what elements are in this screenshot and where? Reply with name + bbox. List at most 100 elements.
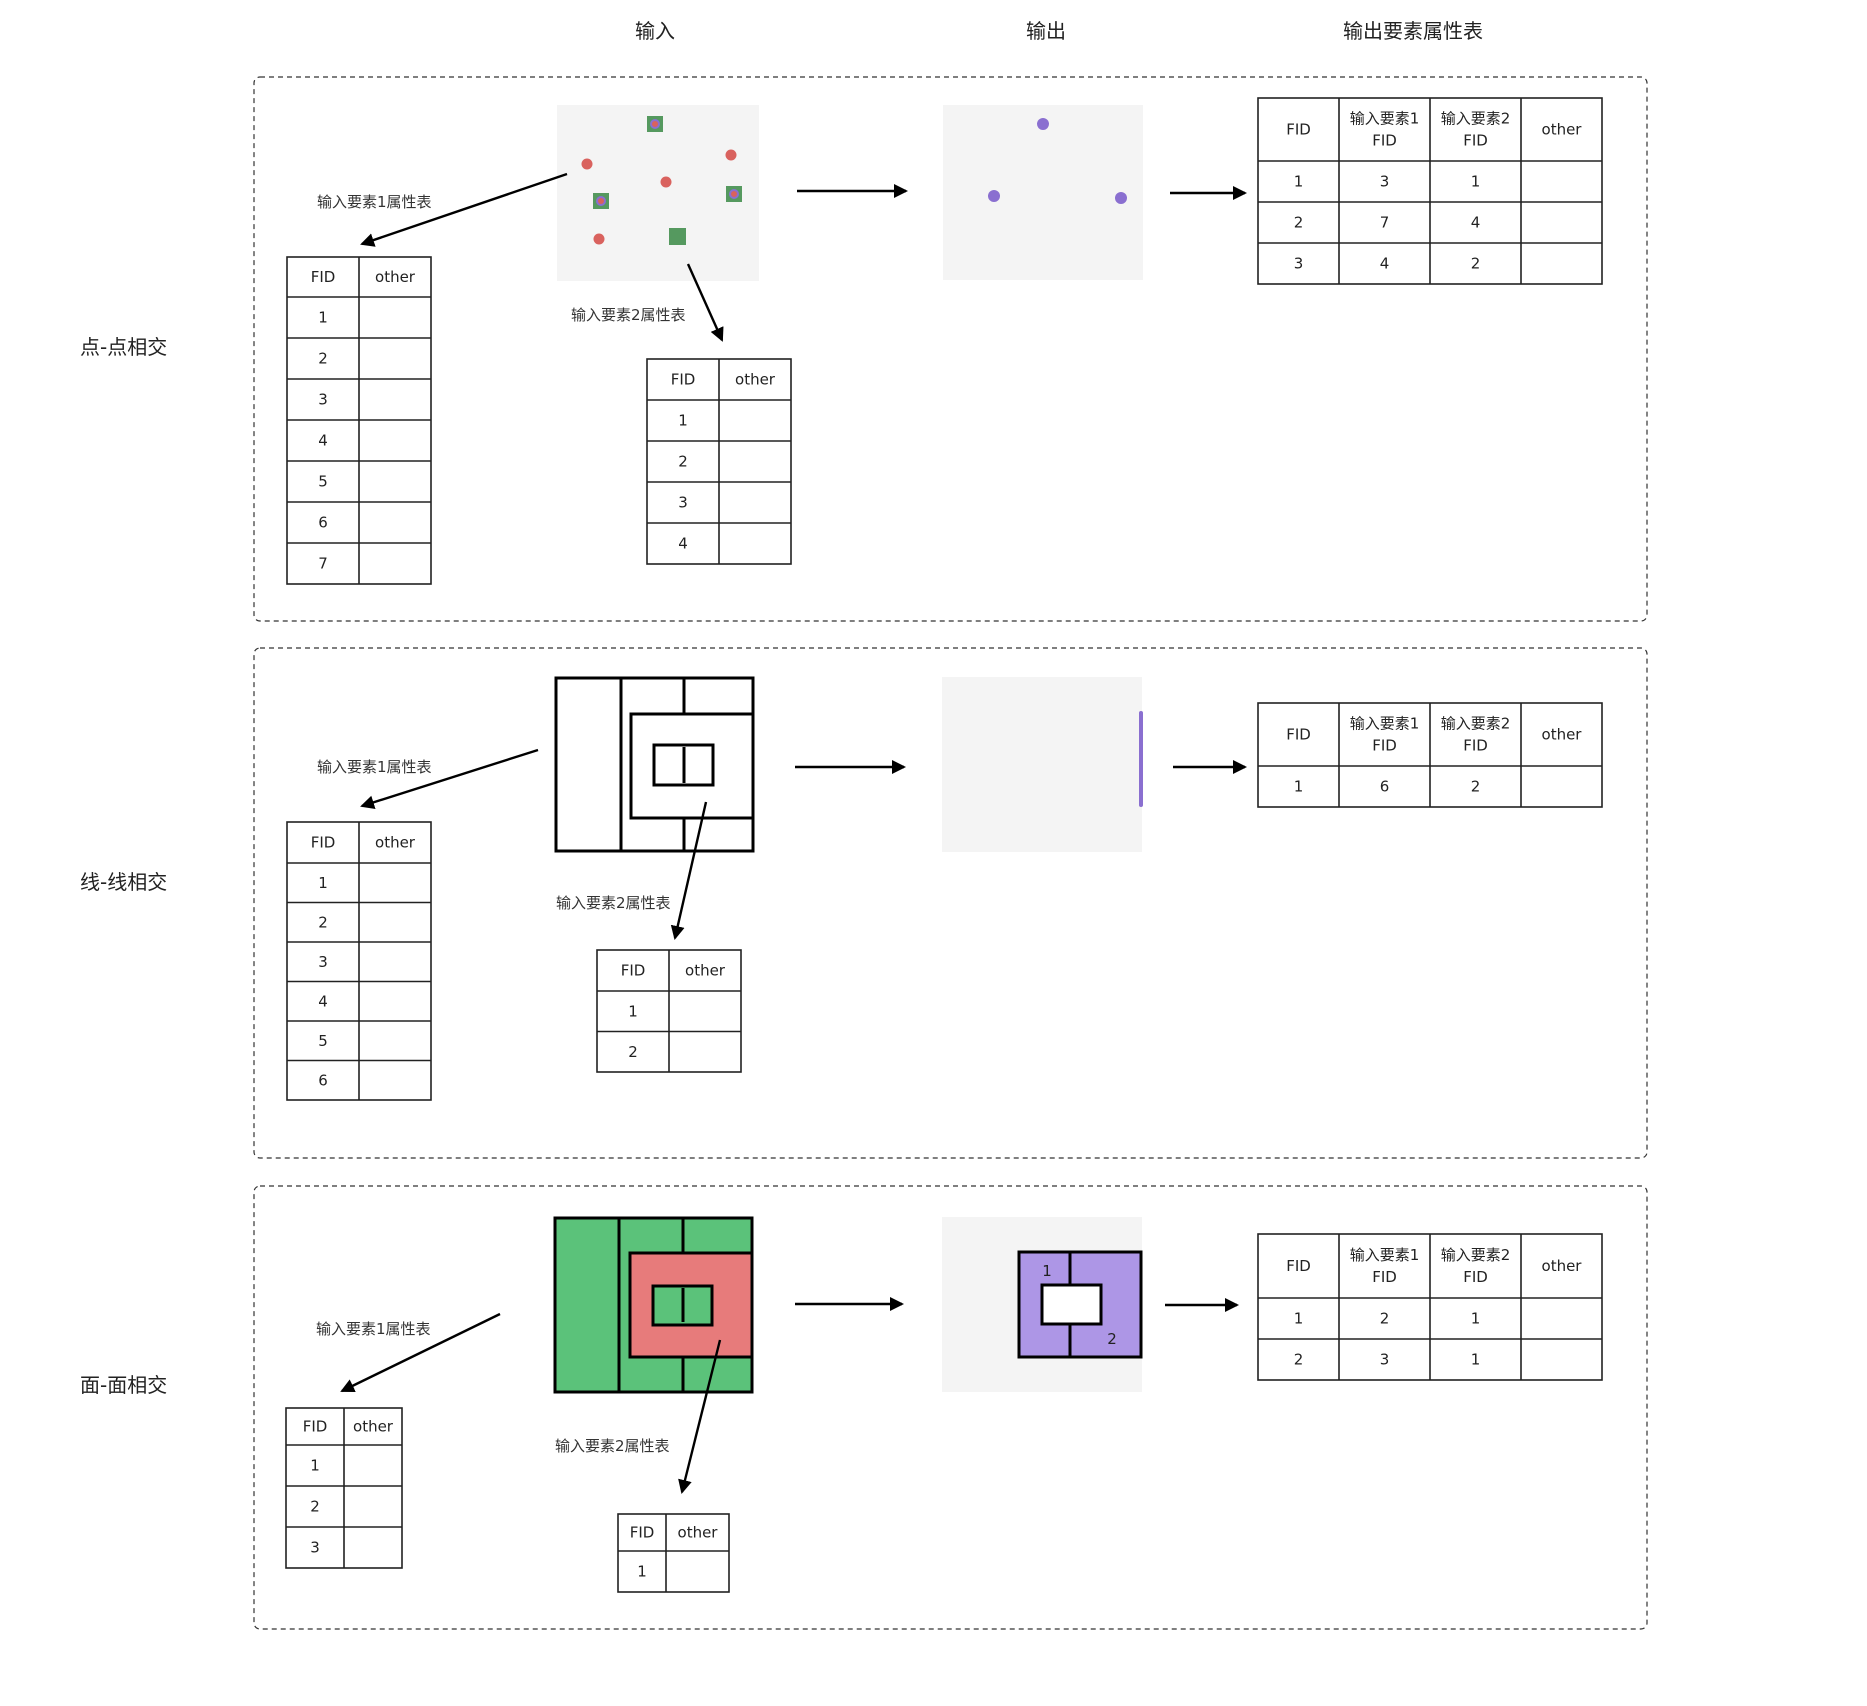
table-cell: 1 [1294, 778, 1304, 796]
line-input-map [554, 676, 755, 853]
table-cell: 2 [310, 1498, 320, 1516]
table-cell: 2 [678, 453, 688, 471]
header-output: 输出 [1026, 19, 1066, 43]
table-header-cell: other [353, 1418, 394, 1436]
header-input: 输入 [635, 19, 675, 43]
input1-table-label: 输入要素1属性表 [316, 1320, 431, 1338]
table-cell: 1 [1294, 1310, 1304, 1328]
point-output-map [943, 105, 1143, 280]
arrow-to-input1-table [360, 172, 568, 247]
table-cell: 3 [678, 494, 688, 512]
table-cell: 7 [318, 555, 328, 573]
table-cell: 2 [1380, 1310, 1390, 1328]
table-cell: 1 [310, 1457, 320, 1475]
input2-table-label: 输入要素2属性表 [571, 306, 686, 324]
result-point [1115, 192, 1127, 204]
line-output-map [942, 677, 1143, 852]
table-header-cell: FID [1463, 132, 1488, 150]
table-cell: 2 [1294, 1351, 1304, 1369]
table-cell: 1 [1471, 1351, 1481, 1369]
line-core [652, 743, 715, 787]
table-cell: 2 [628, 1043, 638, 1061]
input1-table-label: 输入要素1属性表 [317, 758, 432, 776]
table-header-cell: 输入要素1 [1350, 110, 1420, 128]
table-header-cell: other [1542, 1257, 1583, 1275]
row-label-polygon: 面-面相交 [80, 1373, 167, 1397]
table-header-cell: other [678, 1524, 719, 1542]
point1-dot [593, 233, 605, 245]
table-header-cell: 输入要素2 [1441, 110, 1511, 128]
arrow-to-input2-table [686, 263, 724, 342]
table-cell: 4 [678, 535, 688, 553]
point2-square [669, 228, 686, 245]
table-cell: 3 [1380, 173, 1390, 191]
table-frame [617, 1513, 730, 1593]
table-header-cell: FID [1286, 726, 1311, 744]
table-cell: 2 [1471, 255, 1481, 273]
arrow-to-input2-table [670, 801, 708, 940]
point1-dot [598, 198, 604, 204]
arrow-to-input2-table [678, 1339, 722, 1494]
table-cell: 1 [318, 309, 328, 327]
point1-dot [725, 149, 737, 161]
table-cell: 1 [1471, 173, 1481, 191]
input1-attribute-table: FID other 1 2 3 [285, 1407, 403, 1569]
table-header-cell: FID [1463, 1268, 1488, 1286]
table-header-cell: 输入要素1 [1350, 1246, 1420, 1264]
table-cell: 3 [310, 1539, 320, 1557]
table-cell: 2 [318, 913, 328, 931]
table-cell: 4 [318, 432, 328, 450]
table-cell: 6 [318, 1071, 328, 1089]
arrow-to-input1-table [360, 748, 539, 810]
table-header-cell: FID [303, 1418, 328, 1436]
input2-table-label: 输入要素2属性表 [556, 894, 671, 912]
table-cell: 3 [1294, 255, 1304, 273]
table-header-cell: other [1542, 121, 1583, 139]
input2-table-label: 输入要素2属性表 [555, 1437, 670, 1455]
table-cell: 4 [318, 992, 328, 1010]
table-header-cell: FID [311, 834, 336, 852]
line-inner [629, 712, 755, 820]
polygon-label-2: 2 [1107, 1330, 1117, 1348]
table-cell: 4 [1380, 255, 1390, 273]
table-header-cell: FID [1372, 1268, 1397, 1286]
point1-dot [731, 191, 737, 197]
table-cell: 3 [1380, 1351, 1390, 1369]
table-cell: 1 [1471, 1310, 1481, 1328]
table-header-cell: FID [1463, 737, 1488, 755]
polygon-hole [1040, 1283, 1103, 1326]
table-header-cell: FID [621, 962, 646, 980]
table-header-cell: other [1542, 726, 1583, 744]
table-cell: 1 [318, 874, 328, 892]
polygon-input-map [553, 1216, 754, 1394]
map-panel [942, 677, 1142, 852]
table-cell: 3 [318, 953, 328, 971]
table-cell: 2 [318, 350, 328, 368]
table-header-cell: FID [671, 371, 696, 389]
table-cell: 5 [318, 473, 328, 491]
table-cell: 4 [1471, 214, 1481, 232]
result-point [988, 190, 1000, 202]
section-box-polygon [253, 1185, 1648, 1630]
table-header-cell: 输入要素2 [1441, 715, 1511, 733]
table-header-cell: 输入要素2 [1441, 1246, 1511, 1264]
result-point [1037, 118, 1049, 130]
table-cell: 6 [1380, 778, 1390, 796]
header-output-table: 输出要素属性表 [1343, 19, 1483, 43]
row-label-line: 线-线相交 [80, 870, 167, 894]
table-header-cell: 输入要素1 [1350, 715, 1420, 733]
map-panel [943, 105, 1143, 280]
table-cell: 3 [318, 391, 328, 409]
polygon-label-1: 1 [1042, 1262, 1052, 1280]
point1-dot [660, 176, 672, 188]
polygon-output-map: 1 2 [942, 1217, 1143, 1392]
table-cell: 5 [318, 1032, 328, 1050]
table-cell: 1 [628, 1002, 638, 1020]
